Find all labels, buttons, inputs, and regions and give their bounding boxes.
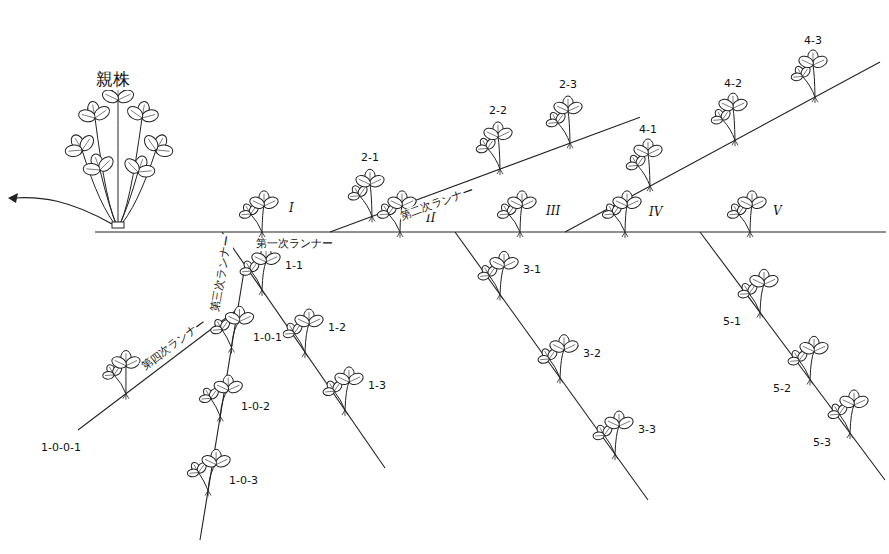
plant-number: 1-2	[327, 322, 347, 335]
parent-plant	[8, 83, 173, 228]
parent-label: 親株	[95, 70, 131, 90]
daughter-plant	[478, 251, 520, 300]
daughter-plant	[187, 449, 232, 496]
daughter-plant	[102, 351, 141, 400]
daughter-plant	[828, 390, 870, 439]
plant-number: 4-3	[803, 35, 823, 48]
plant-numeral: V	[772, 205, 783, 219]
daughter-plant	[626, 139, 664, 192]
plant-number: 5-2	[772, 383, 792, 396]
plant-number: 1-0-3	[228, 475, 259, 488]
parent-runner	[14, 198, 112, 224]
daughter-plant	[199, 375, 244, 422]
plant-number: 1-3	[367, 380, 387, 393]
plant-number: 5-3	[812, 437, 832, 450]
runner-label: 第四次ランナー	[139, 316, 210, 374]
plant-number: 1-0-0-1	[40, 442, 82, 455]
plant-number: 1-0-1	[252, 332, 283, 345]
runner-line	[700, 232, 885, 480]
daughter-plant	[791, 50, 829, 103]
runner-line	[565, 62, 880, 232]
runner-line	[95, 231, 886, 232]
daughter-plant	[538, 335, 580, 384]
daughter-plant	[348, 169, 386, 222]
runner-line	[455, 232, 648, 500]
plant-number: 2-3	[558, 79, 578, 92]
runner-line	[78, 309, 238, 430]
daughter-plant	[788, 336, 830, 385]
plant-number: 1-0-2	[240, 401, 271, 414]
runner-label: 第二次ランナー	[398, 184, 476, 223]
daughter-plant	[727, 191, 768, 238]
daughter-plant	[602, 191, 643, 238]
daughter-plant	[738, 269, 780, 318]
daughter-plant	[239, 191, 280, 238]
plant-numeral: I	[288, 202, 295, 216]
runner-line	[330, 117, 640, 232]
plant-number: 2-1	[360, 152, 380, 165]
plant-number: 2-2	[488, 105, 508, 118]
plant-number: 3-3	[637, 424, 657, 437]
runner-tip	[8, 193, 18, 203]
daughter-plant	[240, 247, 282, 296]
plant-number: 1-1	[284, 260, 304, 273]
daughter-plant	[593, 411, 635, 460]
runner-lines	[78, 62, 886, 540]
daughter-plant	[476, 122, 514, 175]
daughter-plant	[546, 96, 584, 149]
runner-label: 第一次ランナー	[255, 238, 334, 251]
daughter-plant	[497, 191, 538, 238]
plant-numeral: III	[545, 205, 561, 219]
daughter-plant	[711, 93, 749, 146]
daughter-plant	[323, 367, 365, 416]
plant-number: 3-1	[522, 264, 542, 277]
plant-number: 3-2	[582, 348, 602, 361]
plant-numeral: IV	[648, 206, 663, 220]
plant-number: 5-1	[722, 316, 742, 329]
plant-number: 4-1	[638, 124, 658, 137]
runner-label: 第三次ランナー	[209, 234, 234, 314]
runner-line	[222, 232, 385, 468]
plant-number: 4-2	[723, 78, 743, 91]
daughter-plant	[283, 309, 325, 358]
